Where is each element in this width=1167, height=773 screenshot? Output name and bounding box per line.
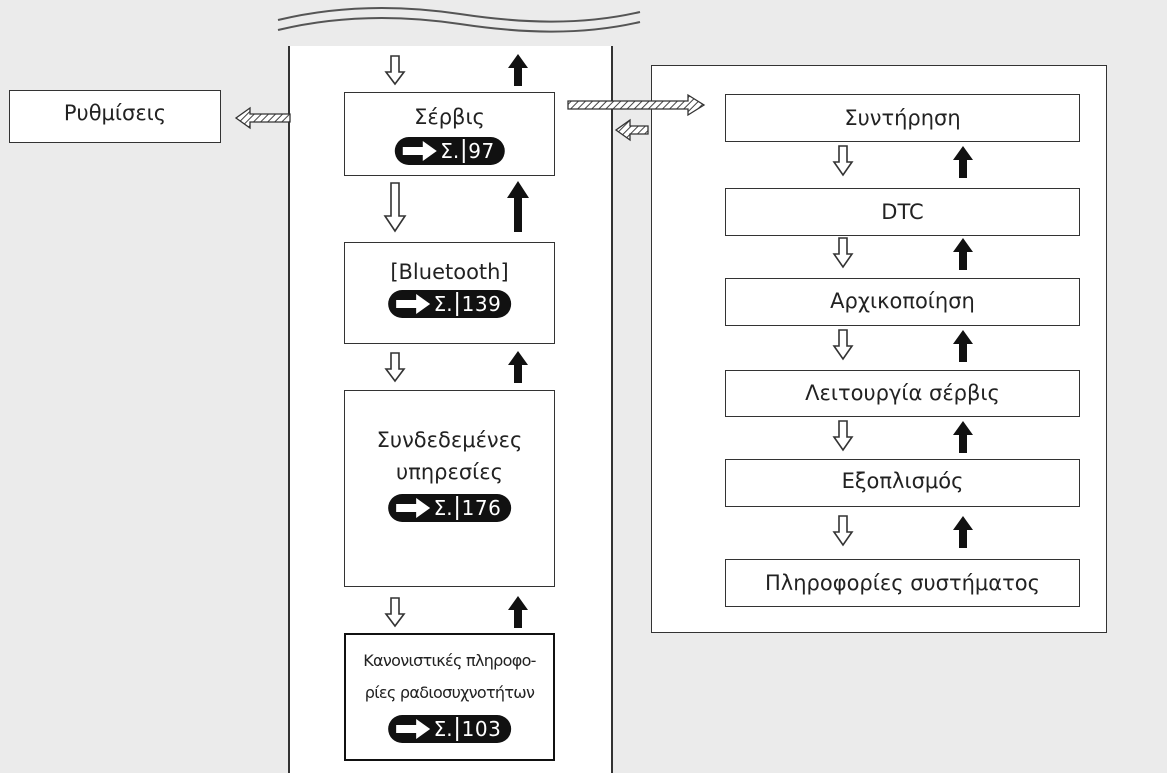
solid-up-arrow-icon [953,516,973,548]
solid-up-arrow-icon [953,330,973,362]
hollow-down-arrow-icon [384,55,406,86]
hollow-down-arrow-icon [832,515,854,547]
hollow-down-arrow-icon [384,597,406,628]
bluetooth-box[interactable]: [Bluetooth] Σ.139 [344,242,555,344]
submenu-item-initialization[interactable]: Αρχικοποίηση [725,278,1080,326]
hollow-down-arrow-icon [384,352,406,383]
page-reference-arrow-icon [395,294,430,314]
regulatory-label-line1: Κανονιστικές πληροφο- [363,651,536,670]
page-reference-badge[interactable]: Σ.139 [387,290,512,318]
submenu-item-service-mode[interactable]: Λειτουργία σέρβις [725,370,1080,417]
page-number: 97 [468,139,495,163]
hatched-arrow-icon [567,93,706,117]
hollow-down-arrow-icon [832,420,854,452]
page-number: 139 [461,292,502,316]
regulatory-label-line2: ρίες ραδιοσυχνοτήτων [364,683,535,702]
solid-up-arrow-icon [508,54,528,86]
submenu-item-system-info[interactable]: Πληροφορίες συστήματος [725,559,1080,607]
page-number: 103 [461,717,502,741]
connected-services-box[interactable]: Συνδεδεμένες υπηρεσίες Σ.176 [344,390,555,587]
hatched-arrow-icon [614,118,649,142]
submenu-item-maintenance[interactable]: Συντήρηση [725,94,1080,142]
page-number: 176 [461,496,502,520]
connected-services-label-line1: Συνδεδεμένες [376,428,523,452]
page-reference-arrow-icon [402,141,437,161]
solid-up-arrow-icon [508,596,528,628]
hollow-down-arrow-icon [832,145,854,177]
hollow-down-arrow-icon [832,237,854,269]
page-reference-arrow-icon [395,719,430,739]
hollow-down-arrow-icon [832,329,854,361]
page-reference-arrow-icon [395,498,430,518]
connected-services-label-line2: υπηρεσίες [396,460,503,484]
bluetooth-label: [Bluetooth] [390,260,509,284]
solid-up-arrow-icon [508,351,528,383]
submenu-item-equipment[interactable]: Εξοπλισμός [725,459,1080,507]
page-reference-badge[interactable]: Σ.97 [394,137,505,165]
regulatory-info-box[interactable]: Κανονιστικές πληροφο- ρίες ραδιοσυχνοτήτ… [344,633,555,761]
hollow-down-arrow-icon [383,182,407,233]
page-reference-badge[interactable]: Σ.176 [387,494,512,522]
settings-box[interactable]: Ρυθμίσεις [9,90,221,143]
service-submenu-panel [651,65,1107,633]
hatched-arrow-icon [234,106,291,130]
service-box[interactable]: Σέρβις Σ.97 [344,92,555,176]
service-label: Σέρβις [414,105,485,129]
settings-label: Ρυθμίσεις [63,101,167,125]
solid-up-arrow-icon [953,238,973,270]
submenu-item-dtc[interactable]: DTC [725,188,1080,236]
solid-up-arrow-icon [953,421,973,453]
solid-up-arrow-icon [953,146,973,178]
solid-up-arrow-icon [507,181,529,232]
page-reference-badge[interactable]: Σ.103 [387,715,512,743]
